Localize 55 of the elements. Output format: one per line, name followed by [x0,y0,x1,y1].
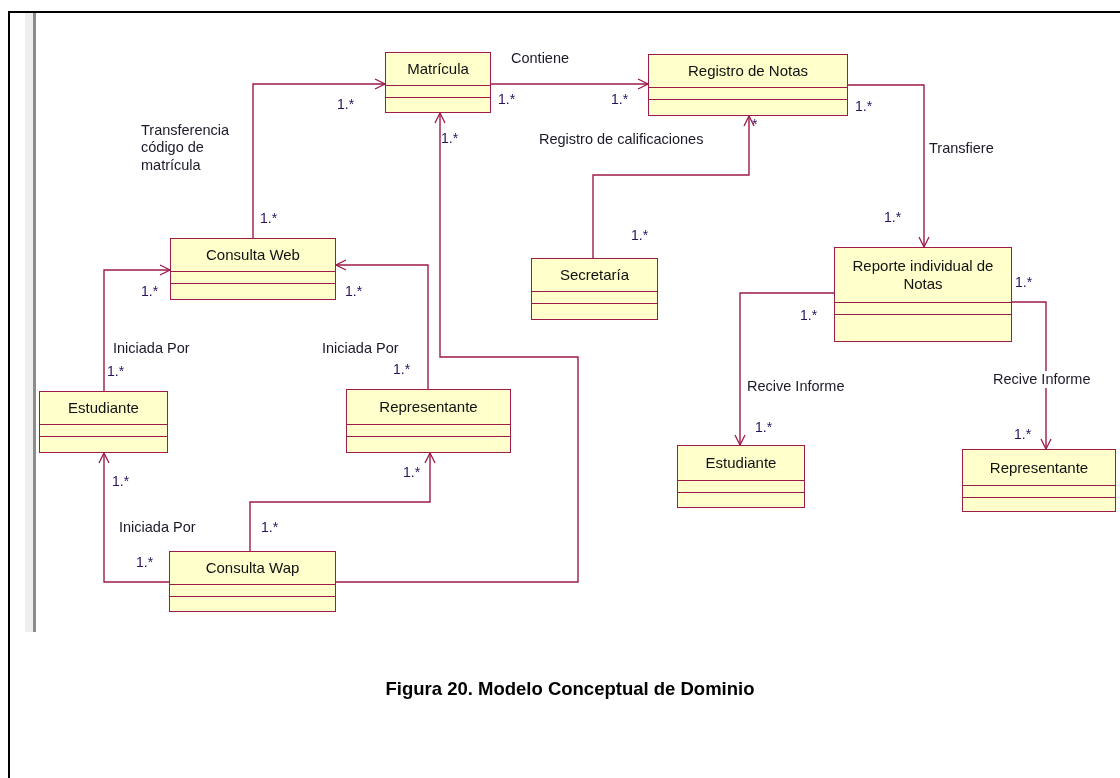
figure-caption: Figura 20. Modelo Conceptual de Dominio [384,678,756,700]
multiplicity-label: 1.* [112,474,130,490]
multiplicity-label: 1.* [403,465,421,481]
multiplicity-label: 1.* [260,211,278,227]
multiplicity-label: 1.* [136,555,154,571]
multiplicity-label: 1.* [107,364,125,380]
class-name: Consulta Wap [205,559,300,577]
class-name: Representante [989,458,1089,477]
multiplicity-label: 1.* [800,308,818,324]
association-arrow [734,292,835,446]
association-arrow [847,84,930,248]
edge-label: Registro de calificaciones [538,131,705,149]
association-arrow [98,452,170,583]
association-arrow [592,115,755,259]
class-box [385,52,491,113]
association-arrow [1011,301,1052,450]
multiplicity-label: 1.* [855,99,873,115]
multiplicity-label: 1.* [441,131,459,147]
multiplicity-label: 1.* [345,284,363,300]
association-arrow [335,259,429,390]
class-box [170,238,336,300]
class-name: Registro de Notas [687,62,809,80]
multiplicity-label: 1.* [337,97,355,113]
class-name: Secretaría [559,266,630,284]
class-box [531,258,658,320]
association-arrow [252,78,386,239]
class-box [648,54,848,116]
class-box [169,551,336,612]
multiplicity-label: 1.* [498,92,516,108]
multiplicity-label: * [752,117,758,133]
edge-label: Recive Informe [992,371,1092,389]
multiplicity-label: 1.* [393,362,411,378]
association-arrow [490,78,649,90]
class-name: Reporte individual de Notas [851,257,995,293]
class-box [962,449,1116,512]
multiplicity-label: 1.* [631,228,649,244]
association-arrow [249,452,436,552]
association-arrow [335,112,579,583]
class-box [677,445,805,508]
class-name: Matrícula [407,60,469,78]
class-box [346,389,511,453]
class-name: Estudiante [68,399,139,417]
multiplicity-label: 1.* [1015,275,1033,291]
multiplicity-label: 1.* [611,92,629,108]
multiplicity-label: 1.* [261,520,279,536]
association-arrow [103,264,171,392]
class-box [834,247,1012,342]
class-box [39,391,168,453]
multiplicity-label: 1.* [141,284,159,300]
class-name: Consulta Web [206,246,300,264]
multiplicity-label: 1.* [884,210,902,226]
multiplicity-label: 1.* [755,420,773,436]
class-name: Representante [379,398,478,416]
multiplicity-label: 1.* [1014,427,1032,443]
class-name: Estudiante [705,454,777,472]
